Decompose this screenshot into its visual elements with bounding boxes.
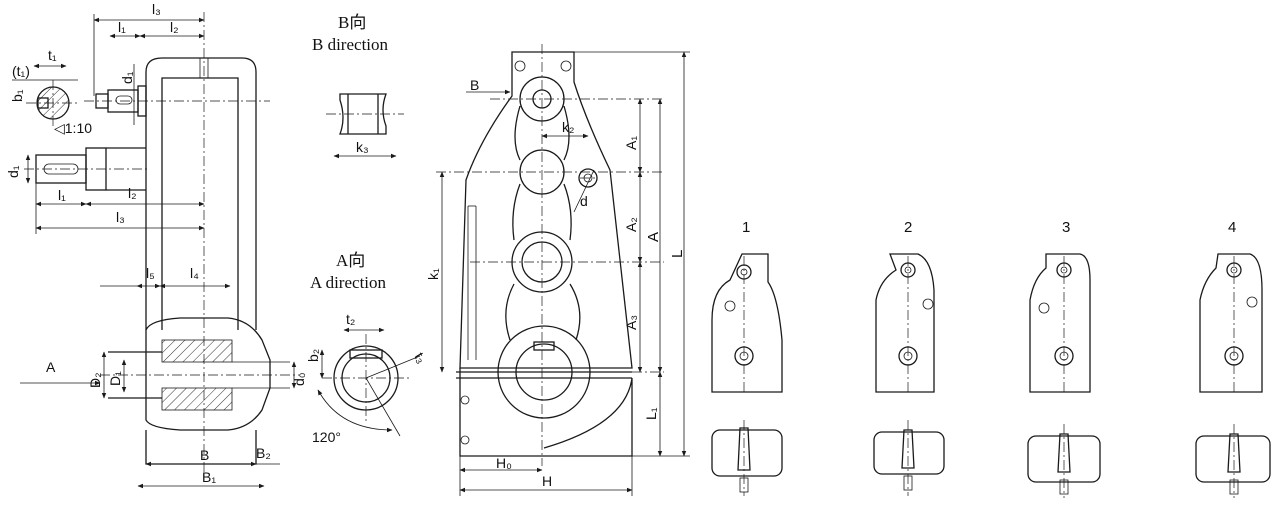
side-view-dimensions: [12, 14, 297, 489]
dim-D2: D₂: [87, 372, 103, 388]
b-direction-view: [326, 93, 404, 159]
dim-d1-mid: d₁: [5, 165, 21, 178]
dim-A: A: [645, 232, 662, 242]
a-direction-view: [317, 327, 421, 437]
dim-B1: B₁: [202, 469, 216, 485]
variant-4: [1195, 253, 1271, 498]
side-view: [24, 12, 300, 480]
dim-t2: t₂: [346, 311, 355, 327]
dim-b2: b₂: [305, 349, 321, 362]
dim-l2-top: l₂: [170, 19, 179, 35]
dim-l4: l₄: [190, 265, 199, 281]
variant-label-4: 4: [1228, 219, 1236, 236]
dim-D1: D₁: [107, 371, 123, 386]
dim-l2-mid: l₂: [128, 185, 137, 201]
dim-l3-top: l₃: [152, 1, 161, 17]
dim-d: d: [580, 193, 588, 209]
variant-2: [873, 253, 945, 496]
variant-label-2: 2: [904, 219, 912, 236]
front-view: [436, 44, 664, 466]
dim-A1: A₁: [623, 136, 639, 150]
variant-1: [711, 253, 783, 496]
dim-b1: b₁: [9, 89, 25, 102]
dim-k3: k₃: [356, 139, 369, 155]
variant-label-3: 3: [1062, 219, 1070, 236]
dim-A3: A₃: [623, 315, 639, 330]
dim-d0: d₀: [291, 372, 307, 386]
dim-t1: t₁: [48, 47, 57, 63]
dim-H0: H₀: [496, 455, 512, 471]
dim-l5: l₅: [146, 265, 155, 281]
arrow-a-label: A: [46, 359, 56, 375]
dim-l1-mid: l₁: [58, 187, 66, 203]
front-view-dimensions: [439, 51, 690, 496]
dim-H: H: [542, 473, 552, 489]
variant-label-1: 1: [742, 219, 750, 236]
dim-k2: k₂: [562, 119, 574, 135]
dim-d1-top: d₁: [119, 71, 135, 84]
dim-B2: B₂: [256, 445, 271, 461]
b-view-title-cn: B向: [338, 13, 366, 32]
dim-k1: k₁: [425, 268, 441, 280]
dim-A2: A₂: [623, 217, 639, 232]
dim-L1: L₁: [643, 407, 659, 420]
dim-L: L: [669, 250, 686, 258]
dim-l1-top: l₁: [118, 19, 126, 35]
a-view-title-cn: A向: [336, 251, 365, 270]
dim-l3-mid: l₃: [116, 209, 125, 225]
arrow-b-label: B: [470, 77, 479, 93]
dim-t1-paren: (t₁): [12, 63, 30, 79]
dim-B: B: [200, 447, 209, 463]
a-view-title-en: A direction: [310, 273, 387, 292]
variant-3: [1027, 253, 1101, 498]
b-view-title-en: B direction: [312, 35, 389, 54]
dim-angle: 120°: [312, 429, 341, 445]
taper-ratio: ◁1:10: [54, 120, 92, 136]
dim-t3: t₃: [411, 350, 430, 366]
